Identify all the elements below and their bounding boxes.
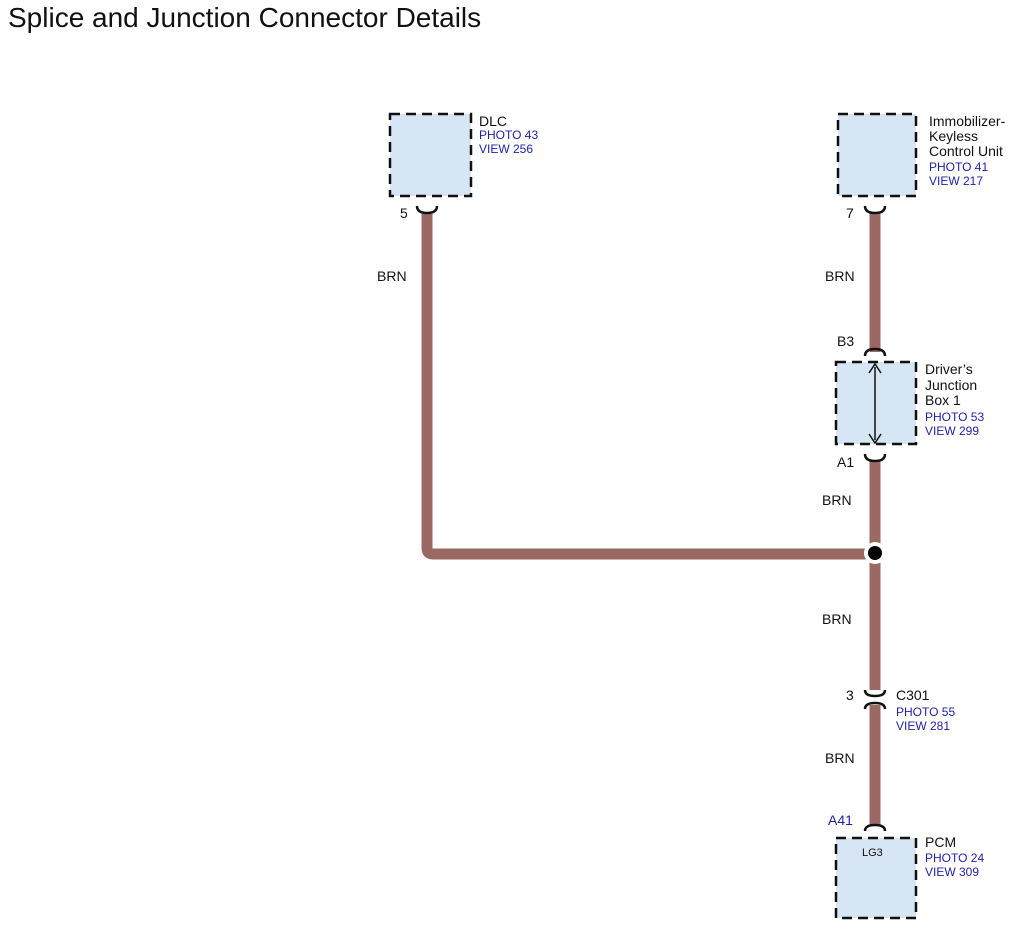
pcm-view-link[interactable]: VIEW 309: [925, 865, 979, 879]
dlc-pin: 5: [400, 205, 408, 221]
pcm-pin: A41: [828, 812, 853, 828]
page-title: Splice and Junction Connector Details: [8, 2, 482, 33]
wire-right-lower-color: BRN: [822, 611, 852, 627]
immobilizer-name-line3: Control Unit: [929, 143, 1003, 159]
immobilizer-photo-link[interactable]: PHOTO 41: [929, 160, 988, 174]
splice-point: [864, 542, 886, 564]
junction-name-line3: Box 1: [925, 392, 961, 408]
c301-pin: 3: [846, 687, 854, 703]
wire-right-middle-color: BRN: [822, 492, 852, 508]
junction-box: [834, 347, 918, 463]
c301-photo-link[interactable]: PHOTO 55: [896, 705, 955, 719]
immobilizer-name-line2: Keyless: [929, 128, 978, 144]
c301-view-link[interactable]: VIEW 281: [896, 719, 950, 733]
immobilizer-view-link[interactable]: VIEW 217: [929, 174, 983, 188]
junction-view-link[interactable]: VIEW 299: [925, 424, 979, 438]
dlc-view-link[interactable]: VIEW 256: [479, 142, 533, 156]
immobilizer-name-line1: Immobilizer-: [929, 113, 1006, 129]
c301-connector: [863, 689, 887, 710]
immobilizer-connector-box: [836, 112, 918, 215]
dlc-name: DLC: [479, 113, 507, 129]
dlc-photo-link[interactable]: PHOTO 43: [479, 128, 538, 142]
immobilizer-pin: 7: [846, 205, 854, 221]
junction-name-line2: Junction: [925, 377, 977, 393]
pcm-inner-label: LG3: [862, 847, 883, 859]
pcm-connector-box: [834, 823, 918, 920]
c301-name: C301: [896, 687, 930, 703]
dlc-connector-box: [388, 112, 473, 215]
pcm-photo-link[interactable]: PHOTO 24: [925, 851, 984, 865]
wire-left-color: BRN: [377, 268, 407, 284]
wire-left: [421, 214, 875, 560]
wire-right-upper-color: BRN: [825, 268, 855, 284]
junction-pin-bottom: A1: [837, 454, 854, 470]
pcm-name: PCM: [925, 834, 956, 850]
junction-photo-link[interactable]: PHOTO 53: [925, 410, 984, 424]
wire-bottom-color: BRN: [825, 750, 855, 766]
junction-name-line1: Driver’s: [925, 361, 973, 377]
junction-pin-top: B3: [837, 333, 854, 349]
